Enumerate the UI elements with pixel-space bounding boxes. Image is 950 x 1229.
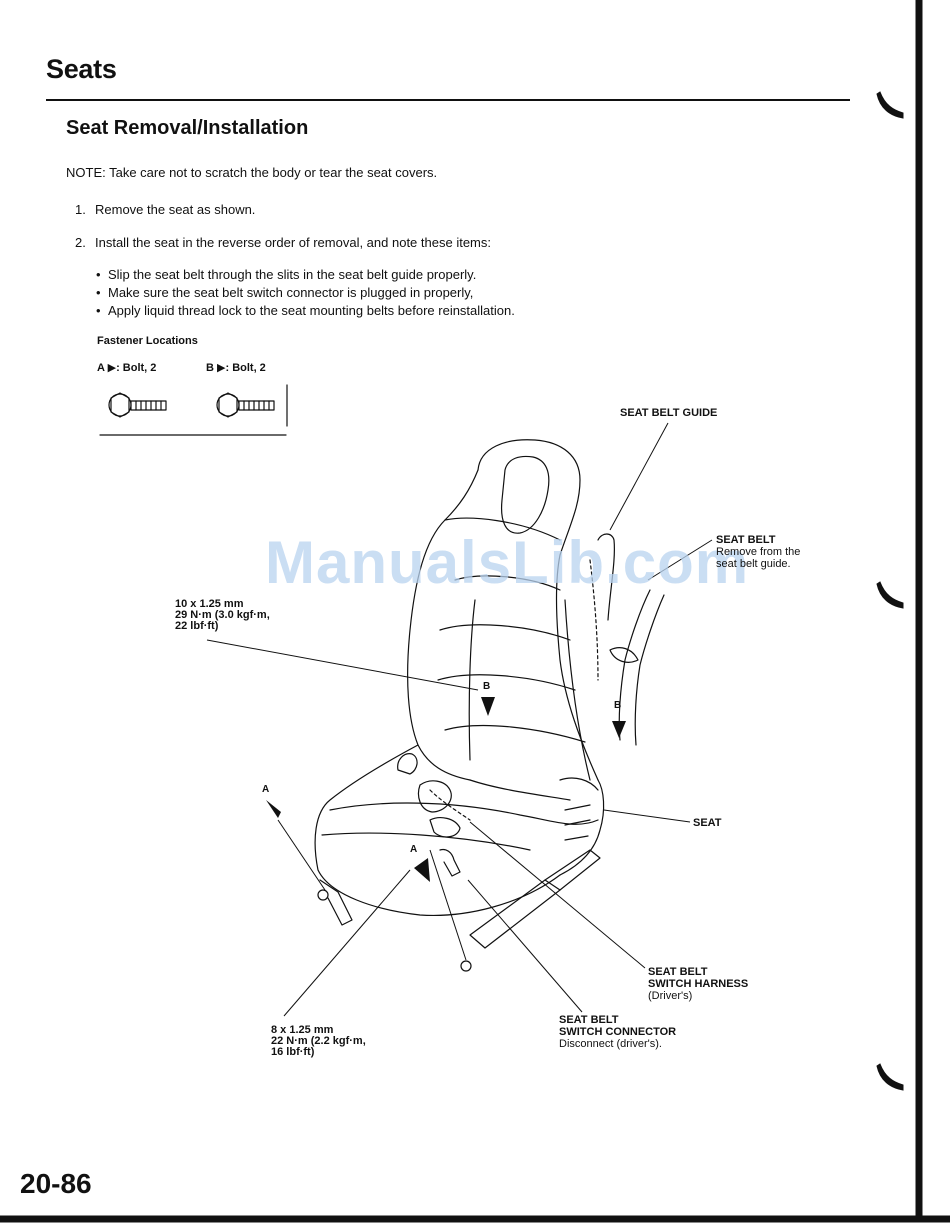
label-a-front: A: [410, 844, 418, 855]
callout-seat-belt: SEAT BELT Remove from the seat belt guid…: [716, 534, 800, 570]
page-bottom-bar: [0, 1215, 950, 1223]
torque-b-size: 10 x 1.25 mm: [175, 598, 244, 610]
callout-seat: SEAT: [693, 817, 722, 829]
fastener-b-letter: B: [206, 362, 214, 374]
torque-b-value: 29 N·m (3.0 kgf·m,: [175, 609, 270, 621]
step-2-number: 2.: [75, 235, 86, 250]
arrow-marker-icon: ▶: [213, 362, 226, 374]
binding-mark-icon: [876, 581, 904, 609]
page-edge-bar: [915, 0, 923, 1216]
arrow-marker-icon: [266, 800, 281, 818]
watermark-text: ManualsLib.com: [265, 529, 750, 596]
label-b-side: B: [614, 700, 622, 711]
callout-connector-line1: SEAT BELT: [559, 1014, 619, 1026]
bolt-b-icon: [216, 392, 275, 418]
page-number: 20-86: [20, 1168, 92, 1199]
arrow-marker-icon: [612, 721, 626, 738]
arrow-marker-icon: [414, 858, 430, 882]
header-rule: [46, 99, 850, 101]
callout-seat-belt-line2: seat belt guide.: [716, 558, 791, 570]
torque-spec-b: 10 x 1.25 mm 29 N·m (3.0 kgf·m, 22 lbf·f…: [175, 599, 270, 632]
fastener-a-text: : Bolt, 2: [116, 362, 157, 374]
step-2-text: Install the seat in the reverse order of…: [95, 235, 491, 250]
headrest-opening: [500, 455, 550, 534]
list-item: Apply liquid thread lock to the seat mou…: [96, 302, 515, 320]
callout-seat-belt-guide: SEAT BELT GUIDE: [620, 407, 717, 419]
label-a-left: A: [262, 784, 270, 795]
arrow-marker-icon: ▶: [104, 362, 117, 374]
torque-a-imperial: 16 lbf·ft): [271, 1046, 315, 1058]
note-text: NOTE: Take care not to scratch the body …: [66, 165, 438, 180]
callout-seat-label: SEAT: [693, 817, 722, 829]
step-1-text: Remove the seat as shown.: [95, 202, 256, 217]
fastener-legend-frame: [99, 384, 288, 436]
callout-switch-harness: SEAT BELT SWITCH HARNESS (Driver's): [648, 966, 748, 1002]
list-item: Make sure the seat belt switch connector…: [96, 284, 515, 302]
callout-harness-line1: SEAT BELT: [648, 966, 708, 978]
fastener-b-text: : Bolt, 2: [225, 362, 266, 374]
callout-harness-line2: SWITCH HARNESS: [648, 978, 749, 990]
fastener-a-legend: A ▶: Bolt, 2: [97, 361, 156, 374]
step-2: 2. Install the seat in the reverse order …: [75, 235, 491, 250]
fastener-b-legend: B ▶: Bolt, 2: [206, 361, 266, 374]
callout-switch-connector: SEAT BELT SWITCH CONNECTOR Disconnect (d…: [559, 1014, 676, 1050]
callout-seat-belt-line1: Remove from the: [716, 546, 801, 558]
list-item: Slip the seat belt through the slits in …: [96, 266, 515, 284]
callout-seat-belt-title: SEAT BELT: [716, 534, 776, 546]
install-notes-list: Slip the seat belt through the slits in …: [96, 266, 515, 320]
callout-connector-line2: SWITCH CONNECTOR: [559, 1026, 677, 1038]
step-1: 1. Remove the seat as shown.: [75, 202, 255, 217]
binding-mark-icon: [876, 1063, 904, 1091]
fastener-locations-title: Fastener Locations: [97, 335, 198, 347]
callout-seat-belt-guide-label: SEAT BELT GUIDE: [620, 407, 718, 419]
callout-connector-line3: Disconnect (driver's).: [559, 1038, 662, 1050]
binding-mark-icon: [876, 91, 904, 119]
torque-spec-a: 8 x 1.25 mm 22 N·m (2.2 kgf·m, 16 lbf·ft…: [271, 1025, 366, 1058]
torque-a-value: 22 N·m (2.2 kgf·m,: [271, 1035, 366, 1047]
arrow-marker-icon: [481, 697, 495, 716]
callout-harness-line3: (Driver's): [648, 990, 693, 1002]
torque-a-size: 8 x 1.25 mm: [271, 1024, 334, 1036]
leader-lines: [206, 422, 713, 1017]
bolt-a-icon: [108, 392, 167, 418]
torque-b-imperial: 22 lbf·ft): [175, 620, 219, 632]
fastener-a-letter: A: [97, 362, 105, 374]
step-1-number: 1.: [75, 202, 86, 217]
section-title: Seats: [46, 54, 117, 84]
label-b-back: B: [483, 681, 491, 692]
subsection-title: Seat Removal/Installation: [66, 117, 309, 139]
